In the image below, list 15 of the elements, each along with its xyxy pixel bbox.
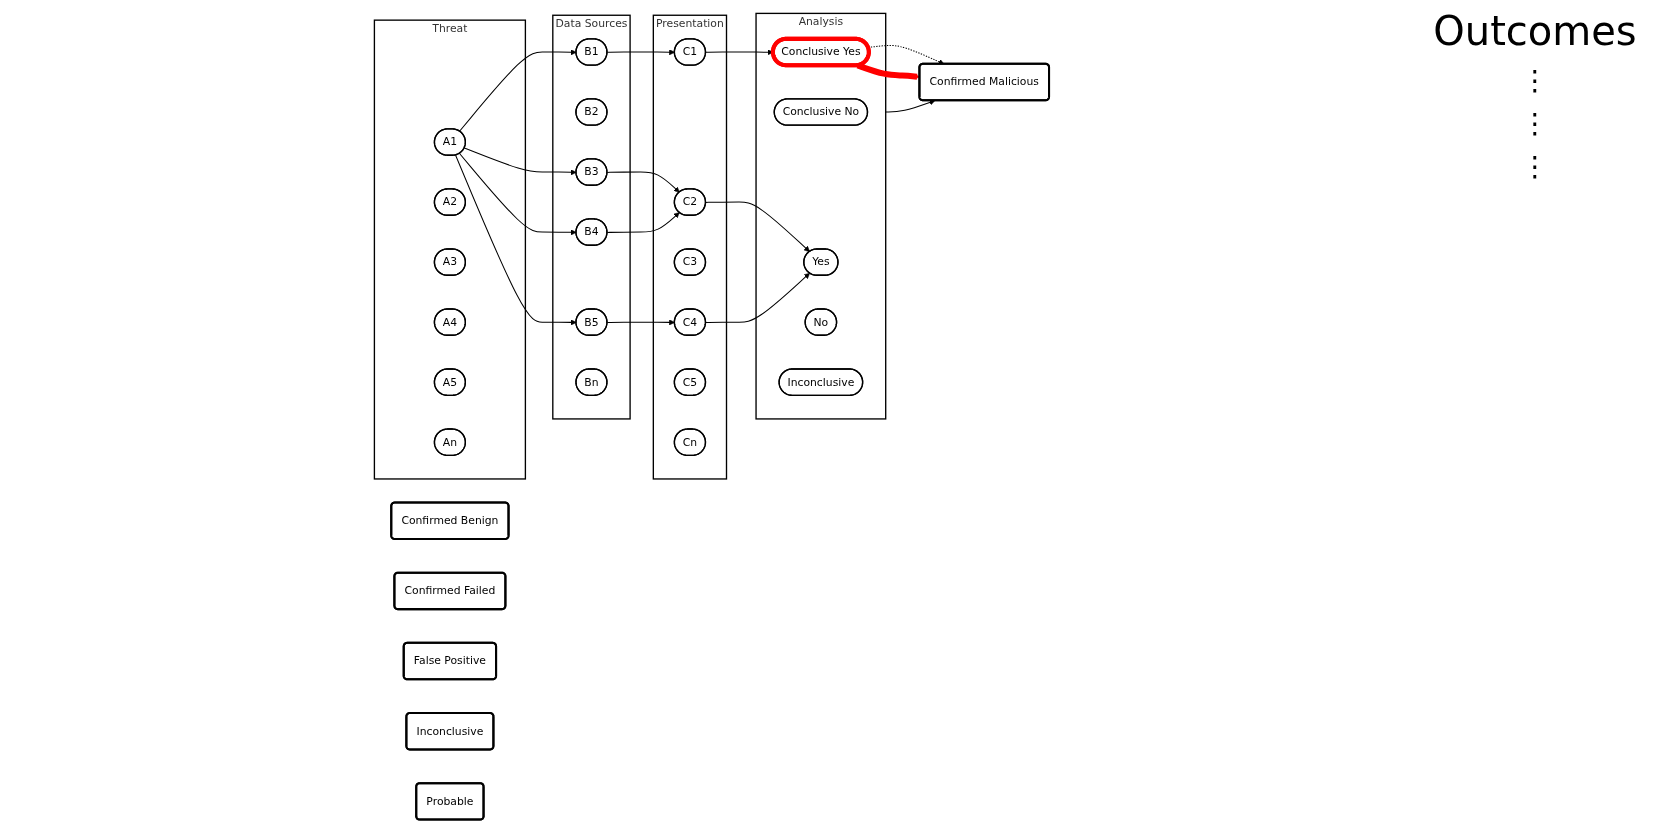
arrow [606,212,680,233]
arrow [606,171,680,193]
column-heading: Outcomes [1433,8,1637,54]
arrow [454,154,577,326]
arrow [606,49,675,56]
ellipsis-mark: ⋮ [1521,64,1549,97]
arrow [606,319,675,326]
arrow [458,153,577,236]
arrow [458,49,577,132]
arrow [463,147,577,176]
ellipsis-mark: ⋮ [1521,150,1549,183]
arrow [705,272,810,323]
arrow [705,201,810,253]
arrow [856,62,920,80]
ellipsis-mark: ⋮ [1521,107,1549,140]
